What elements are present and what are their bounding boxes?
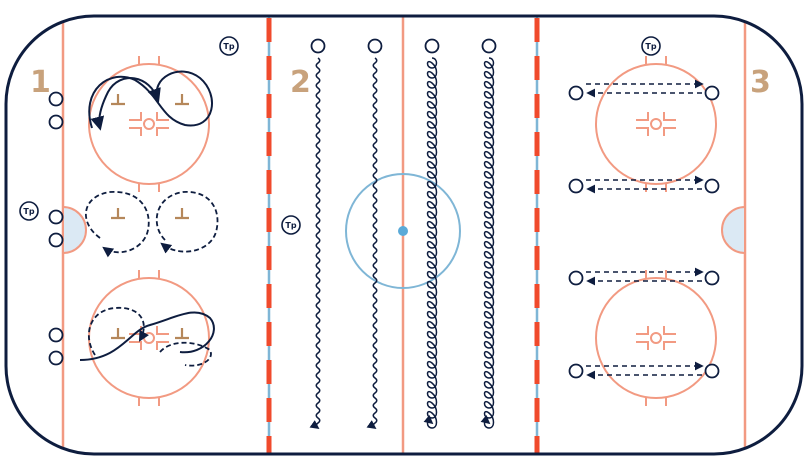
goal-crease-right xyxy=(721,205,746,255)
players xyxy=(48,38,720,379)
zone3-pass-paths xyxy=(586,79,704,380)
zone1-t-mark-1 xyxy=(175,94,189,106)
faceoff-lmark-right-top-1 xyxy=(663,112,676,121)
player-5 xyxy=(48,327,64,343)
player-14 xyxy=(704,178,720,194)
player-10 xyxy=(481,38,497,54)
faceoff-circle-left-top xyxy=(88,63,210,185)
tp-marker-3: Tp xyxy=(281,215,301,235)
svg-text:Tp: Tp xyxy=(285,221,296,230)
faceoff-lmark-right-top-2 xyxy=(636,127,649,136)
player-11 xyxy=(568,85,584,101)
player-3 xyxy=(48,209,64,225)
zone-label-2: 2 xyxy=(290,65,311,100)
player-6 xyxy=(48,350,64,366)
rink-boards xyxy=(4,14,804,456)
zone1-bottom-loop-left xyxy=(87,307,149,356)
zone-label-3: 3 xyxy=(750,65,771,100)
faceoff-circle-right-bottom xyxy=(595,277,717,399)
loop-path-4 xyxy=(480,57,495,429)
zone1-top-skate-path-b xyxy=(90,77,159,131)
zone1-bottom-skate-path xyxy=(79,311,215,361)
zone1-t-mark-3 xyxy=(175,208,189,220)
player-7 xyxy=(310,38,326,54)
center-faceoff-circle xyxy=(345,173,461,289)
zone1-t-mark-0 xyxy=(111,94,125,106)
zone1-mid-loop-right xyxy=(155,191,219,254)
tp-marker-2: Tp xyxy=(19,201,39,221)
faceoff-lmark-left-top-2 xyxy=(129,127,142,136)
loop-path-3 xyxy=(423,57,438,429)
faceoff-lmark-right-bottom-0 xyxy=(636,326,649,335)
faceoff-lmark-left-bottom-2 xyxy=(129,341,142,350)
player-1 xyxy=(48,91,64,107)
hash-marks xyxy=(111,94,189,340)
rink-markings xyxy=(61,16,747,454)
faceoff-lmark-right-bottom-1 xyxy=(663,326,676,335)
faceoff-lmark-left-top-3 xyxy=(156,127,169,136)
zone1-t-mark-2 xyxy=(111,208,125,220)
faceoff-dot-right-top xyxy=(650,118,662,130)
svg-text:Tp: Tp xyxy=(645,42,656,51)
faceoff-circle-right-top xyxy=(595,63,717,185)
player-17 xyxy=(568,363,584,379)
faceoff-lmark-left-top-1 xyxy=(156,112,169,121)
drill-paths xyxy=(79,57,704,430)
faceoff-lmark-left-bottom-3 xyxy=(156,341,169,350)
faceoff-dot-right-bottom xyxy=(650,332,662,344)
faceoff-lmark-right-bottom-2 xyxy=(636,341,649,350)
zone1-mid-loop-left xyxy=(85,191,150,258)
zone1-t-mark-5 xyxy=(175,328,189,340)
player-18 xyxy=(704,363,720,379)
player-16 xyxy=(704,270,720,286)
center-faceoff-dot xyxy=(398,226,408,236)
wavy-path-1 xyxy=(309,57,321,430)
faceoff-dot-left-top xyxy=(143,118,155,130)
zone1-top-skate-path xyxy=(88,70,213,129)
tp-marker-4: Tp xyxy=(641,36,661,56)
player-2 xyxy=(48,114,64,130)
faceoff-lmark-right-bottom-3 xyxy=(663,341,676,350)
player-4 xyxy=(48,232,64,248)
player-12 xyxy=(704,85,720,101)
zone2-wavy-paths xyxy=(309,57,495,430)
faceoff-lmark-left-top-0 xyxy=(129,112,142,121)
wavy-path-2 xyxy=(366,57,378,430)
faceoff-lmark-right-top-0 xyxy=(636,112,649,121)
player-8 xyxy=(367,38,383,54)
zone1-t-mark-4 xyxy=(111,328,125,340)
player-13 xyxy=(568,178,584,194)
zone1-bottom-loop-right xyxy=(159,341,212,367)
zone-label-1: 1 xyxy=(30,65,51,100)
faceoff-lmark-right-top-3 xyxy=(663,127,676,136)
player-9 xyxy=(424,38,440,54)
svg-text:Tp: Tp xyxy=(23,207,34,216)
goal-crease-left xyxy=(62,205,87,255)
player-15 xyxy=(568,270,584,286)
tp-marker-1: Tp xyxy=(219,36,239,56)
faceoff-lmark-left-bottom-1 xyxy=(156,326,169,335)
svg-text:Tp: Tp xyxy=(223,42,234,51)
